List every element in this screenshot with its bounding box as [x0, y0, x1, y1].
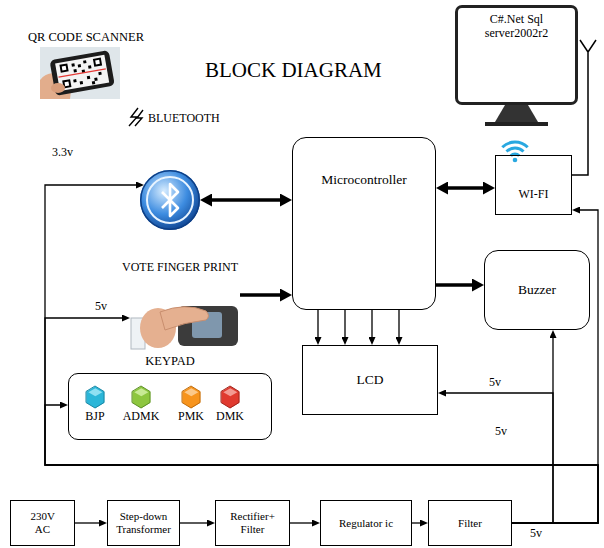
node-heading: VOTE FINGER PRINT: [122, 261, 238, 275]
phone-body: [50, 50, 115, 96]
power-stage-box: 230V AC: [10, 500, 75, 546]
button-fill: [86, 386, 104, 408]
hexagon-outline: [221, 386, 239, 408]
power-stage-box: Filter: [428, 500, 512, 546]
qr-scanner: QR CODE SCANNER: [42, 47, 118, 99]
wireless-symbol: [135, 110, 143, 126]
power-stage-box: Step-down Transformer: [107, 500, 180, 546]
box-label: Rectifier+ Filter: [223, 510, 283, 535]
data-arrow: [448, 186, 483, 190]
fingerprint-sensor: VOTE FINGER PRINT: [130, 280, 240, 350]
keypad-box: KEYPADBJPADMKPMKDMK: [68, 373, 272, 440]
wire-arrow: [512, 338, 553, 523]
box-label: WI-FI: [519, 188, 549, 202]
party-button: DMK: [220, 386, 240, 408]
wifi-arc: [507, 148, 524, 152]
button-fill: [182, 386, 200, 408]
wire-arrow: [317, 310, 318, 337]
wire-arrow: [371, 310, 372, 337]
monitor-screen: C#.Net Sql server2002r2: [455, 5, 578, 105]
data-arrow: [436, 283, 472, 287]
bluetooth-disc: [140, 170, 200, 230]
voltage-label: 5v: [495, 425, 507, 439]
node-heading: BLUETOOTH: [148, 112, 220, 126]
box-label: LCD: [357, 372, 384, 388]
qr-finder-inner: [95, 60, 100, 65]
wire-arrow: [398, 310, 399, 337]
qr-finder-inner: [62, 66, 67, 71]
node-heading: PMK: [178, 410, 204, 424]
keypad-buttons: [86, 386, 239, 408]
qr-finder: [59, 63, 68, 72]
voltage-label: 5v: [489, 376, 501, 390]
phone: [50, 50, 115, 96]
wire-arrow: [290, 522, 312, 523]
node-heading: QR CODE SCANNER: [28, 30, 144, 44]
wire-arrow: [45, 318, 598, 523]
power-stage-box: Rectifier+ Filter: [215, 500, 290, 546]
wire-arrow: [344, 310, 345, 337]
monitor-stand: [495, 105, 538, 122]
wire-arrow: [180, 522, 207, 523]
microcontroller-box: Microcontroller: [292, 137, 436, 310]
qr-finder-inner: [65, 81, 70, 86]
box-label: Regulator ic: [339, 517, 393, 530]
box-label: Filter: [458, 517, 482, 530]
circle-outline: [141, 171, 200, 230]
voltage-label: 3.3v: [52, 146, 73, 160]
wifi-arc: [502, 142, 527, 147]
lcd-box: LCD: [302, 345, 438, 415]
scan-line: [59, 69, 106, 77]
party-button: BJP: [85, 386, 105, 408]
voltage-label: 5v: [530, 527, 542, 541]
data-arrow: [212, 198, 280, 202]
party-button: PMK: [181, 386, 201, 408]
wifi-dot: [513, 158, 518, 163]
node-heading: ADMK: [123, 410, 160, 424]
bluetooth-ring: [147, 177, 193, 223]
wire-arrow: [412, 522, 420, 523]
box-label: Step-down Transformer: [113, 510, 175, 535]
button-fill: [132, 386, 150, 408]
box-label: 230V AC: [30, 510, 54, 535]
buzzer-box: Buzzer: [484, 250, 590, 330]
power-stage-box: Regulator ic: [320, 500, 412, 546]
box-label: C#.Net Sql server2002r2: [485, 13, 548, 41]
qr-finder: [93, 58, 102, 67]
node-heading: BJP: [85, 410, 104, 424]
box-label: Microcontroller: [321, 172, 406, 188]
data-arrow: [240, 293, 280, 297]
hexagon-outline: [86, 386, 104, 408]
party-button: ADMK: [131, 386, 151, 408]
box-label: Buzzer: [518, 282, 556, 298]
finger: [160, 307, 209, 330]
button-fill: [221, 386, 239, 408]
wifi-module: WI-FI: [495, 155, 572, 215]
hexagon-outline: [132, 386, 150, 408]
photo-ground: [40, 47, 120, 99]
circle-outline: [140, 170, 200, 230]
hexagon-outline: [181, 386, 201, 408]
voltage-label: 5v: [95, 300, 107, 314]
hexagon-outline: [182, 386, 200, 408]
bluetooth-glyph: [162, 184, 178, 216]
hexagon-outline: [220, 386, 240, 408]
wire-arrow: [75, 522, 99, 523]
node-heading: KEYPAD: [145, 354, 195, 368]
bluetooth-module: BLUETOOTH: [140, 170, 200, 230]
diagram-title: BLOCK DIAGRAM: [205, 58, 382, 82]
node-heading: DMK: [216, 410, 244, 424]
thumb: [51, 83, 65, 93]
hexagon-outline: [85, 386, 105, 408]
monitor-base: [485, 122, 548, 126]
hexagon-outline: [131, 386, 151, 408]
